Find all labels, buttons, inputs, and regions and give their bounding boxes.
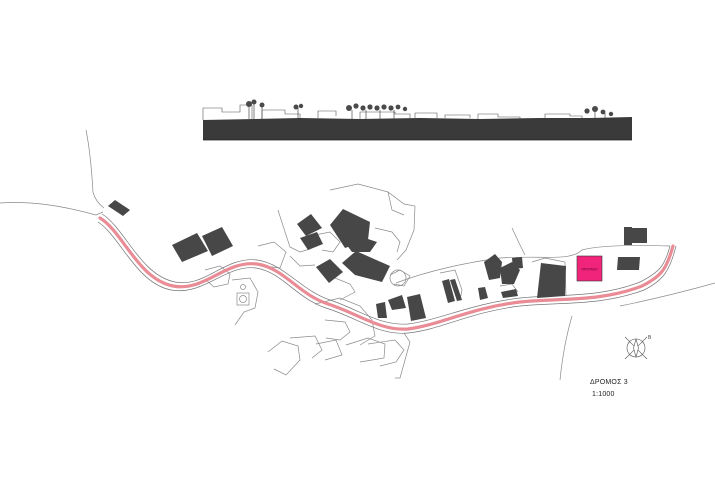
drawing-scale: 1:1000 [592, 391, 615, 398]
building [537, 263, 566, 298]
building [484, 254, 502, 280]
highlighted-building[interactable]: ΠΡΟΤΑΣΗ [576, 255, 603, 282]
building [346, 237, 377, 252]
building [442, 279, 455, 303]
compass-rose-icon: Β [624, 335, 652, 360]
road-edge-upper [101, 213, 671, 325]
road-highlight [98, 216, 675, 331]
highlighted-building-label: ΠΡΟΤΑΣΗ [582, 268, 599, 272]
section-ground [203, 117, 632, 140]
building [450, 279, 462, 301]
building [376, 302, 387, 318]
building [478, 287, 488, 300]
drawing-title: ΔΡΟΜΟΣ 3 [590, 379, 628, 386]
existing-buildings [108, 200, 647, 321]
building [316, 259, 343, 283]
palm-tree-icon [246, 99, 614, 117]
road-axis [97, 213, 677, 334]
building [388, 295, 406, 310]
building [300, 232, 323, 250]
building [342, 251, 390, 282]
north-label: Β [648, 335, 652, 341]
building [501, 289, 518, 298]
building [407, 294, 426, 321]
building [108, 200, 130, 216]
highlighted-building-shape[interactable] [576, 255, 603, 282]
building [202, 227, 233, 256]
building [512, 257, 523, 269]
section-elevation [202, 99, 632, 141]
building [297, 214, 322, 236]
building [172, 233, 208, 262]
plot-boundaries [204, 183, 567, 379]
terrain-lines [0, 129, 715, 381]
road-edge-lower [97, 221, 677, 334]
building [630, 228, 647, 243]
building [617, 257, 640, 270]
